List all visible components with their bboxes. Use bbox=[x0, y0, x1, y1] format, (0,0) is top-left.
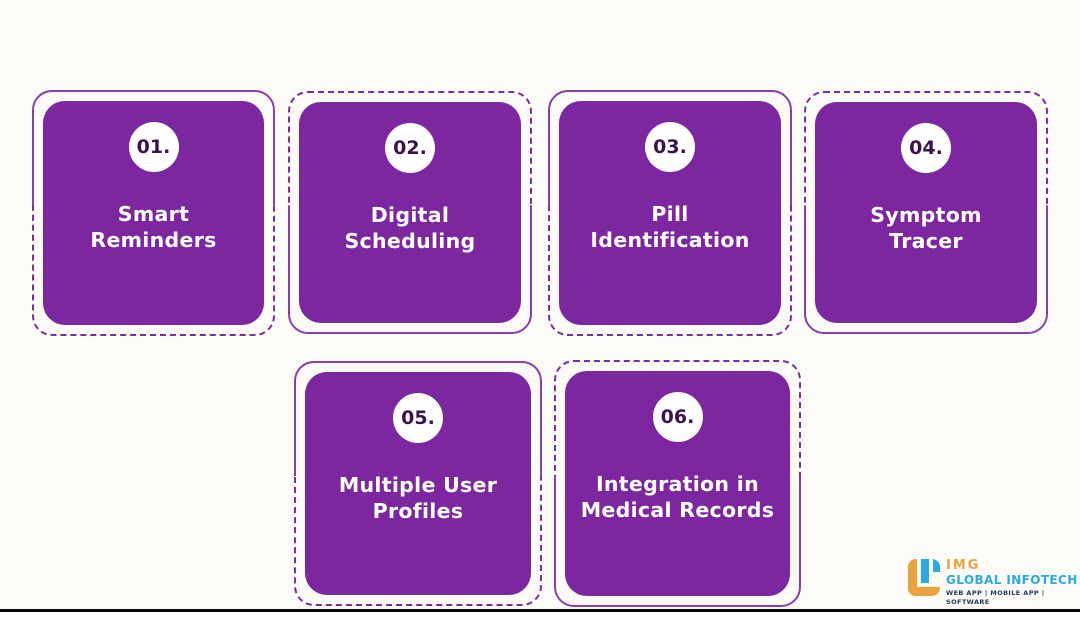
number-badge: 02. bbox=[385, 123, 435, 173]
brand-name-full: GLOBAL INFOTECH bbox=[946, 573, 1078, 587]
card-title: Pill Identification bbox=[590, 202, 750, 252]
number-label: 02. bbox=[393, 137, 427, 159]
brand-logo-text: IMG GLOBAL INFOTECH WEB APP | MOBILE APP… bbox=[946, 559, 1080, 607]
card-title: Multiple User Profiles bbox=[338, 473, 498, 523]
number-badge: 03. bbox=[645, 122, 695, 172]
feature-card-digital-scheduling: 02. Digital Scheduling bbox=[288, 91, 532, 334]
card-body: 03. Pill Identification bbox=[559, 101, 781, 325]
feature-card-integration-medical-records: 06. Integration in Medical Records bbox=[554, 360, 801, 607]
number-label: 04. bbox=[909, 137, 943, 159]
number-badge: 06. bbox=[652, 392, 703, 442]
logo-shape-bottom bbox=[908, 587, 940, 596]
card-body: 05. Multiple User Profiles bbox=[305, 372, 531, 595]
card-body: 01. Smart Reminders bbox=[43, 101, 264, 325]
card-body: 04. Symptom Tracer bbox=[815, 102, 1037, 323]
bottom-margin-strip bbox=[0, 612, 1080, 617]
number-label: 01. bbox=[136, 136, 171, 158]
card-title: Integration in Medical Records bbox=[580, 472, 775, 522]
brand-tagline: WEB APP | MOBILE APP | SOFTWARE bbox=[946, 589, 1045, 606]
logo-shape-mid bbox=[921, 559, 929, 583]
card-title: Digital Scheduling bbox=[344, 203, 476, 253]
number-badge: 01. bbox=[128, 122, 179, 172]
card-title: Symptom Tracer bbox=[870, 203, 982, 253]
card-body: 02. Digital Scheduling bbox=[299, 102, 521, 323]
feature-card-smart-reminders: 01. Smart Reminders bbox=[32, 90, 275, 336]
brand-logo-icon bbox=[908, 559, 940, 596]
number-label: 06. bbox=[660, 406, 695, 428]
number-badge: 04. bbox=[901, 123, 951, 173]
logo-shape-dot bbox=[933, 559, 940, 572]
number-label: 03. bbox=[653, 136, 687, 158]
bottom-divider-line bbox=[0, 609, 1080, 612]
feature-card-multiple-user-profiles: 05. Multiple User Profiles bbox=[294, 361, 542, 606]
number-label: 05. bbox=[401, 407, 435, 429]
logo-shape-left bbox=[908, 559, 917, 596]
feature-card-symptom-tracer: 04. Symptom Tracer bbox=[804, 91, 1048, 334]
number-badge: 05. bbox=[393, 393, 443, 443]
card-title: Smart Reminders bbox=[90, 202, 217, 252]
card-body: 06. Integration in Medical Records bbox=[565, 371, 790, 596]
brand-name-short: IMG bbox=[946, 558, 981, 573]
feature-card-pill-identification: 03. Pill Identification bbox=[548, 90, 792, 336]
brand-logo: IMG GLOBAL INFOTECH WEB APP | MOBILE APP… bbox=[908, 559, 1080, 607]
